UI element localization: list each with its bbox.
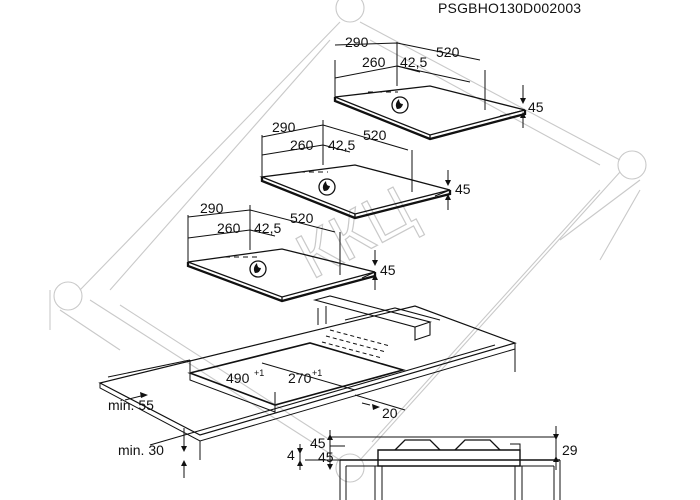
hob1-half-depth-label: 260 <box>362 54 386 70</box>
hob1-depth-label: 290 <box>345 34 369 50</box>
hob3-half-depth-label: 260 <box>217 220 241 236</box>
hob2-half-depth-label: 260 <box>290 137 314 153</box>
hob-diagram-2: 290 260 42,5 520 45 <box>259 119 471 220</box>
section-view-diagram: 4 45 45 29 <box>287 426 578 500</box>
hob1-height-label: 45 <box>528 99 544 115</box>
hob2-height-label: 45 <box>455 181 471 197</box>
cutout-width-label: 490 <box>226 370 250 386</box>
hob3-depth-label: 290 <box>200 200 224 216</box>
drawing-code: PSGBHO130D002003 <box>438 0 581 16</box>
section-thickness-label: 4 <box>287 447 295 463</box>
section-height-total-label: 45 <box>318 449 334 465</box>
hob3-height-label: 45 <box>380 262 396 278</box>
min-side-label: min. 55 <box>108 397 154 413</box>
min-bottom-label: min. 30 <box>118 442 164 458</box>
cutout-width-tolerance: +1 <box>254 368 264 378</box>
hob3-width-label: 520 <box>290 210 314 226</box>
watermark-logo: ККЦ <box>49 0 647 483</box>
hob-diagram-3: 290 260 42,5 520 45 <box>186 200 396 303</box>
cutout-edge-label: 20 <box>382 405 398 421</box>
worktop-cutout-diagram: 490 +1 270 +1 20 min. 55 min. 30 <box>98 295 517 478</box>
hob1-width-label: 520 <box>436 44 460 60</box>
hob1-offset-label: 42,5 <box>400 54 427 70</box>
cutout-depth-label: 270 <box>288 370 312 386</box>
hob-diagram-1: 290 260 42,5 520 45 <box>333 34 544 141</box>
cutout-depth-tolerance: +1 <box>312 368 322 378</box>
hob2-width-label: 520 <box>363 127 387 143</box>
watermark-text: ККЦ <box>285 172 426 293</box>
hob2-offset-label: 42,5 <box>328 137 355 153</box>
section-height-right-label: 29 <box>562 442 578 458</box>
hob2-depth-label: 290 <box>272 119 296 135</box>
section-height-left-label: 45 <box>310 435 326 451</box>
hob3-offset-label: 42,5 <box>254 220 281 236</box>
